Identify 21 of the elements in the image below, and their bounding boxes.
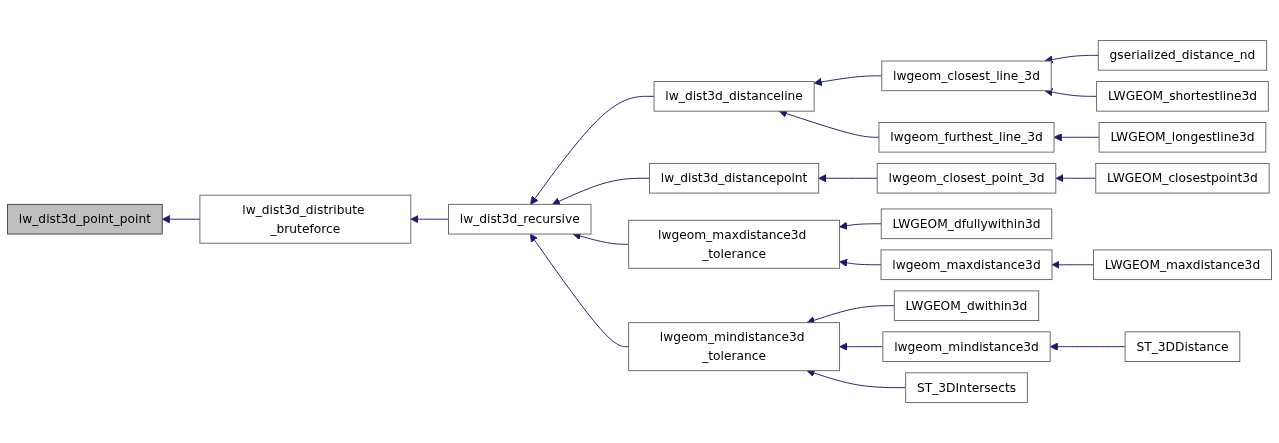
node-box: LWGEOM_maxdistance3d	[1092, 249, 1272, 281]
node-box: LWGEOM_longestline3d	[1098, 122, 1267, 153]
node-box: lwgeom_mindistance3d	[882, 331, 1051, 362]
node-box: lwgeom_maxdistance3d	[880, 249, 1053, 281]
node-box: lwgeom_mindistance3d _tolerance	[628, 322, 840, 372]
node-box: lw_dist3d_point_point	[7, 203, 163, 235]
node-box: lw_dist3d_recursive	[448, 203, 592, 235]
node-box: LWGEOM_shortestline3d	[1096, 81, 1269, 112]
node-box: LWGEOM_dfullywithin3d	[880, 208, 1053, 240]
node-box: ST_3DIntersects	[905, 372, 1028, 403]
node-box: LWGEOM_dwithin3d	[893, 290, 1040, 321]
node-box: lwgeom_closest_line_3d	[881, 60, 1052, 92]
node-box: lw_dist3d_distribute _bruteforce	[199, 194, 412, 244]
node-box: lw_dist3d_distancepoint	[649, 162, 820, 194]
node-box: ST_3DDistance	[1124, 331, 1241, 362]
node-box: LWGEOM_closestpoint3d	[1095, 162, 1270, 194]
node-box: lwgeom_furthest_line_3d	[878, 122, 1055, 153]
node-box: lw_dist3d_distanceline	[653, 81, 815, 112]
node-box: gserialized_distance_nd	[1097, 40, 1268, 71]
node-box: lwgeom_closest_point_3d	[876, 162, 1057, 194]
node-box: lwgeom_maxdistance3d _tolerance	[628, 219, 840, 269]
